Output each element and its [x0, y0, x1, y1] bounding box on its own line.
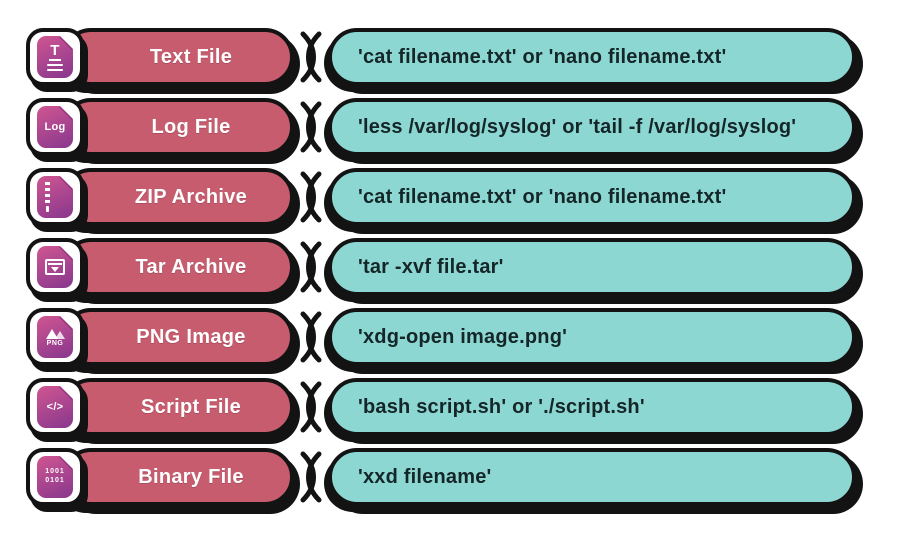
- file-type-pill: Binary File: [62, 448, 294, 506]
- file-type-group: T Text File: [26, 28, 294, 86]
- icon-letter: PNG: [46, 339, 64, 347]
- file-type-group: </> Script File: [26, 378, 294, 436]
- file-type-group: 1001 0101 Binary File: [26, 448, 294, 506]
- file-commands-diagram: T Text File 'cat filename.txt' or 'nano …: [0, 22, 900, 512]
- file-type-pill: PNG Image: [62, 308, 294, 366]
- text-file-icon: T: [26, 28, 84, 86]
- file-type-group: Log Log File: [26, 98, 294, 156]
- file-type-pill: Text File: [62, 28, 294, 86]
- icon-letter: T: [49, 42, 61, 61]
- row-tar-archive: Tar Archive 'tar -xvf file.tar': [0, 232, 900, 302]
- command-pill: 'tar -xvf file.tar': [328, 238, 856, 296]
- icon-binary-line1: 1001: [45, 468, 65, 476]
- file-type-pill: ZIP Archive: [62, 168, 294, 226]
- row-binary-file: 1001 0101 Binary File 'xxd filename': [0, 442, 900, 512]
- command-pill: 'xdg-open image.png': [328, 308, 856, 366]
- command-text: 'cat filename.txt' or 'nano filename.txt…: [358, 185, 727, 208]
- zip-archive-icon: [26, 168, 84, 226]
- command-pill: 'less /var/log/syslog' or 'tail -f /var/…: [328, 98, 856, 156]
- file-type-group: ZIP Archive: [26, 168, 294, 226]
- command-text: 'less /var/log/syslog' or 'tail -f /var/…: [358, 115, 797, 138]
- command-text: 'xdg-open image.png': [358, 325, 568, 348]
- connector-squiggle: [300, 171, 322, 223]
- command-text: 'tar -xvf file.tar': [358, 255, 504, 278]
- file-type-label: Tar Archive: [135, 255, 247, 278]
- command-pill: 'xxd filename': [328, 448, 856, 506]
- file-type-label: PNG Image: [136, 325, 246, 348]
- file-type-pill: Log File: [62, 98, 294, 156]
- row-text-file: T Text File 'cat filename.txt' or 'nano …: [0, 22, 900, 92]
- connector-squiggle: [300, 241, 322, 293]
- connector-squiggle: [300, 31, 322, 83]
- file-type-label: ZIP Archive: [134, 185, 248, 208]
- file-type-label: Text File: [149, 45, 233, 68]
- file-type-label: Binary File: [138, 465, 244, 488]
- command-pill: 'bash script.sh' or './script.sh': [328, 378, 856, 436]
- log-file-icon: Log: [26, 98, 84, 156]
- row-log-file: Log Log File 'less /var/log/syslog' or '…: [0, 92, 900, 162]
- command-pill: 'cat filename.txt' or 'nano filename.txt…: [328, 168, 856, 226]
- command-text: 'cat filename.txt' or 'nano filename.txt…: [358, 45, 727, 68]
- connector-squiggle: [300, 101, 322, 153]
- file-type-label: Script File: [141, 395, 241, 418]
- command-text: 'bash script.sh' or './script.sh': [358, 395, 645, 418]
- row-script-file: </> Script File 'bash script.sh' or './s…: [0, 372, 900, 442]
- command-pill: 'cat filename.txt' or 'nano filename.txt…: [328, 28, 856, 86]
- row-zip-archive: ZIP Archive 'cat filename.txt' or 'nano …: [0, 162, 900, 232]
- file-type-pill: Tar Archive: [62, 238, 294, 296]
- connector-squiggle: [300, 451, 322, 503]
- icon-binary-line2: 0101: [45, 477, 65, 484]
- file-type-pill: Script File: [62, 378, 294, 436]
- file-type-group: PNG PNG Image: [26, 308, 294, 366]
- command-text: 'xxd filename': [358, 465, 492, 488]
- icon-letter: </>: [46, 400, 64, 413]
- connector-squiggle: [300, 311, 322, 363]
- row-png-image: PNG PNG Image 'xdg-open image.png': [0, 302, 900, 372]
- connector-squiggle: [300, 381, 322, 433]
- binary-file-icon: 1001 0101: [26, 448, 84, 506]
- file-type-label: Log File: [151, 115, 231, 138]
- script-file-icon: </>: [26, 378, 84, 436]
- png-image-icon: PNG: [26, 308, 84, 366]
- tar-archive-icon: [26, 238, 84, 296]
- file-type-group: Tar Archive: [26, 238, 294, 296]
- icon-letter: Log: [44, 120, 66, 133]
